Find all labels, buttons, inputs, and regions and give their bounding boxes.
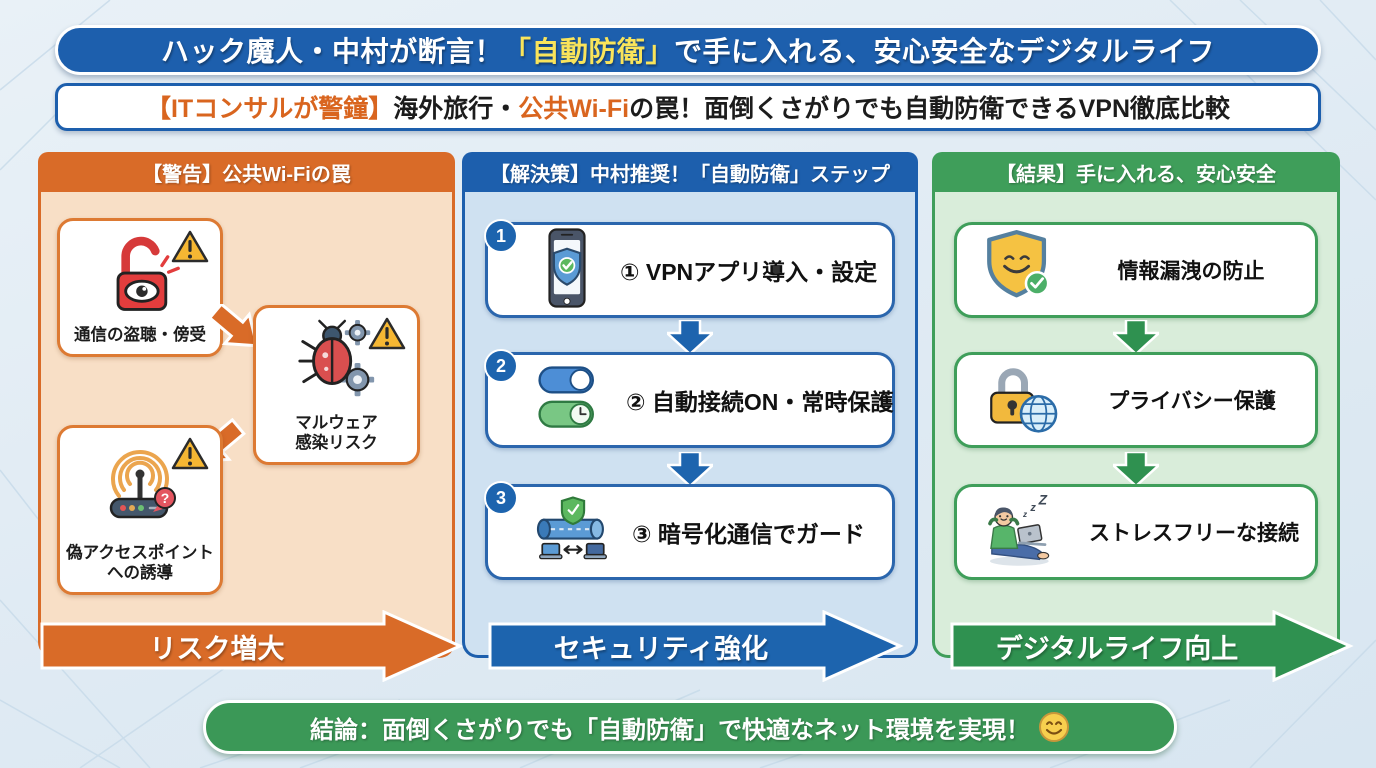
step-number-badge: 3 [484, 481, 518, 515]
main-title-banner: ハック魔人・中村が断言！「自動防衛」で手に入れる、安心安全なデジタルライフ [55, 25, 1321, 75]
solution-column-header: 【解決策】中村推奨！「自動防衛」ステップ [462, 152, 918, 192]
solution-step-label: ① VPNアプリ導入・設定 [620, 259, 878, 285]
risk-increase-arrow: リスク増大 [40, 610, 464, 682]
security-boost-arrow-label: セキュリティ強化 [553, 633, 769, 664]
main-title-prefix: ハック魔人・中村が断言！ [161, 36, 504, 67]
main-title-suffix: で手に入れる、安心安全なデジタルライフ [674, 36, 1215, 67]
solution-step-2: 2 ② 自動接続ON・常時保護 [484, 349, 895, 448]
warning-item-label: 偽アクセスポイント への誘導 [66, 543, 214, 583]
warning-triangle-icon [170, 436, 210, 477]
relaxed-person-laptop-icon: z z Z [979, 491, 1067, 574]
result-item-stress-free: z z Z ストレスフ [954, 484, 1318, 580]
warning-item-rogue-ap: ? 偽アクセスポイント への誘導 [57, 425, 223, 595]
result-item-leak-prevention: 情報漏洩の防止 [954, 222, 1318, 318]
conclusion-banner: 結論：面倒くさがりでも「自動防衛」で快適なネット環境を実現！ [203, 700, 1177, 754]
step-number-badge: 2 [484, 349, 518, 383]
padlock-globe-icon [979, 359, 1063, 442]
digital-life-arrow-label: デジタルライフ向上 [995, 633, 1239, 664]
warning-item-malware: マルウェア 感染リスク [253, 305, 420, 465]
warning-triangle-icon [367, 316, 407, 357]
encrypted-tunnel-laptops-icon [532, 493, 614, 572]
warning-column: 【警告】公共Wi-Fiの罠 通信の盗聴・傍受 [38, 152, 464, 692]
subtitle-tag: 【ITコンサルが警鐘】 [145, 95, 394, 123]
warning-item-eavesdropping: 通信の盗聴・傍受 [57, 218, 223, 357]
digital-life-arrow: デジタルライフ向上 [950, 610, 1354, 682]
conclusion-text: 結論：面倒くさがりでも「自動防衛」で快適なネット環境を実現！ [310, 716, 1030, 744]
down-arrow-icon [1109, 318, 1163, 359]
result-item-label: 情報漏洩の防止 [1117, 260, 1265, 283]
malware-bug-icon [256, 316, 417, 410]
diagonal-arrow-down-right-icon [205, 301, 269, 369]
svg-text:?: ? [161, 490, 170, 506]
rogue-access-point-icon: ? [60, 436, 220, 532]
unlocked-padlock-eye-icon [60, 229, 220, 321]
main-title-highlight: 「自動防衛」 [503, 36, 675, 67]
subtitle-highlight: 公共Wi-Fi [518, 95, 630, 123]
subtitle-mid: 海外旅行・ [393, 95, 519, 123]
solution-step-label: ③ 暗号化通信でガード [632, 521, 865, 547]
result-column-header: 【結果】手に入れる、安心安全 [932, 152, 1340, 192]
smiling-face-emoji-icon [1038, 711, 1070, 743]
warning-triangle-icon [170, 229, 210, 270]
solution-step-3: 3 ③ 暗号化通信でガード [484, 481, 895, 580]
step-number-badge: 1 [484, 219, 518, 253]
solution-step-1: 1 ① VPNアプリ導入・設定 [484, 219, 895, 318]
security-boost-arrow: セキュリティ強化 [488, 610, 904, 682]
down-arrow-icon [663, 450, 717, 491]
smiling-shield-check-icon [979, 228, 1061, 313]
auto-connect-toggles-icon [532, 358, 608, 443]
result-item-label: プライバシー保護 [1108, 390, 1276, 413]
result-item-privacy: プライバシー保護 [954, 352, 1318, 448]
svg-text:Z: Z [1038, 492, 1048, 507]
warning-item-label: マルウェア 感染リスク [295, 413, 378, 453]
solution-step-label: ② 自動接続ON・常時保護 [626, 389, 894, 415]
result-column: 【結果】手に入れる、安心安全 情報漏洩の防止 [932, 152, 1354, 692]
subtitle-suffix: の罠！面倒くさがりでも自動防衛できるVPN徹底比較 [629, 95, 1230, 123]
down-arrow-icon [1109, 450, 1163, 491]
warning-item-label: 通信の盗聴・傍受 [74, 326, 206, 345]
down-arrow-icon [663, 318, 717, 359]
vpn-app-phone-shield-icon [532, 226, 602, 315]
svg-text:z: z [1022, 510, 1028, 519]
risk-increase-arrow-label: リスク増大 [149, 633, 285, 664]
svg-text:z: z [1029, 501, 1036, 513]
solution-column: 【解決策】中村推奨！「自動防衛」ステップ 1 ① VPNアプリ導入・設定 [462, 152, 918, 692]
warning-column-header: 【警告】公共Wi-Fiの罠 [38, 152, 455, 192]
result-item-label: ストレスフリーな接続 [1089, 522, 1299, 545]
